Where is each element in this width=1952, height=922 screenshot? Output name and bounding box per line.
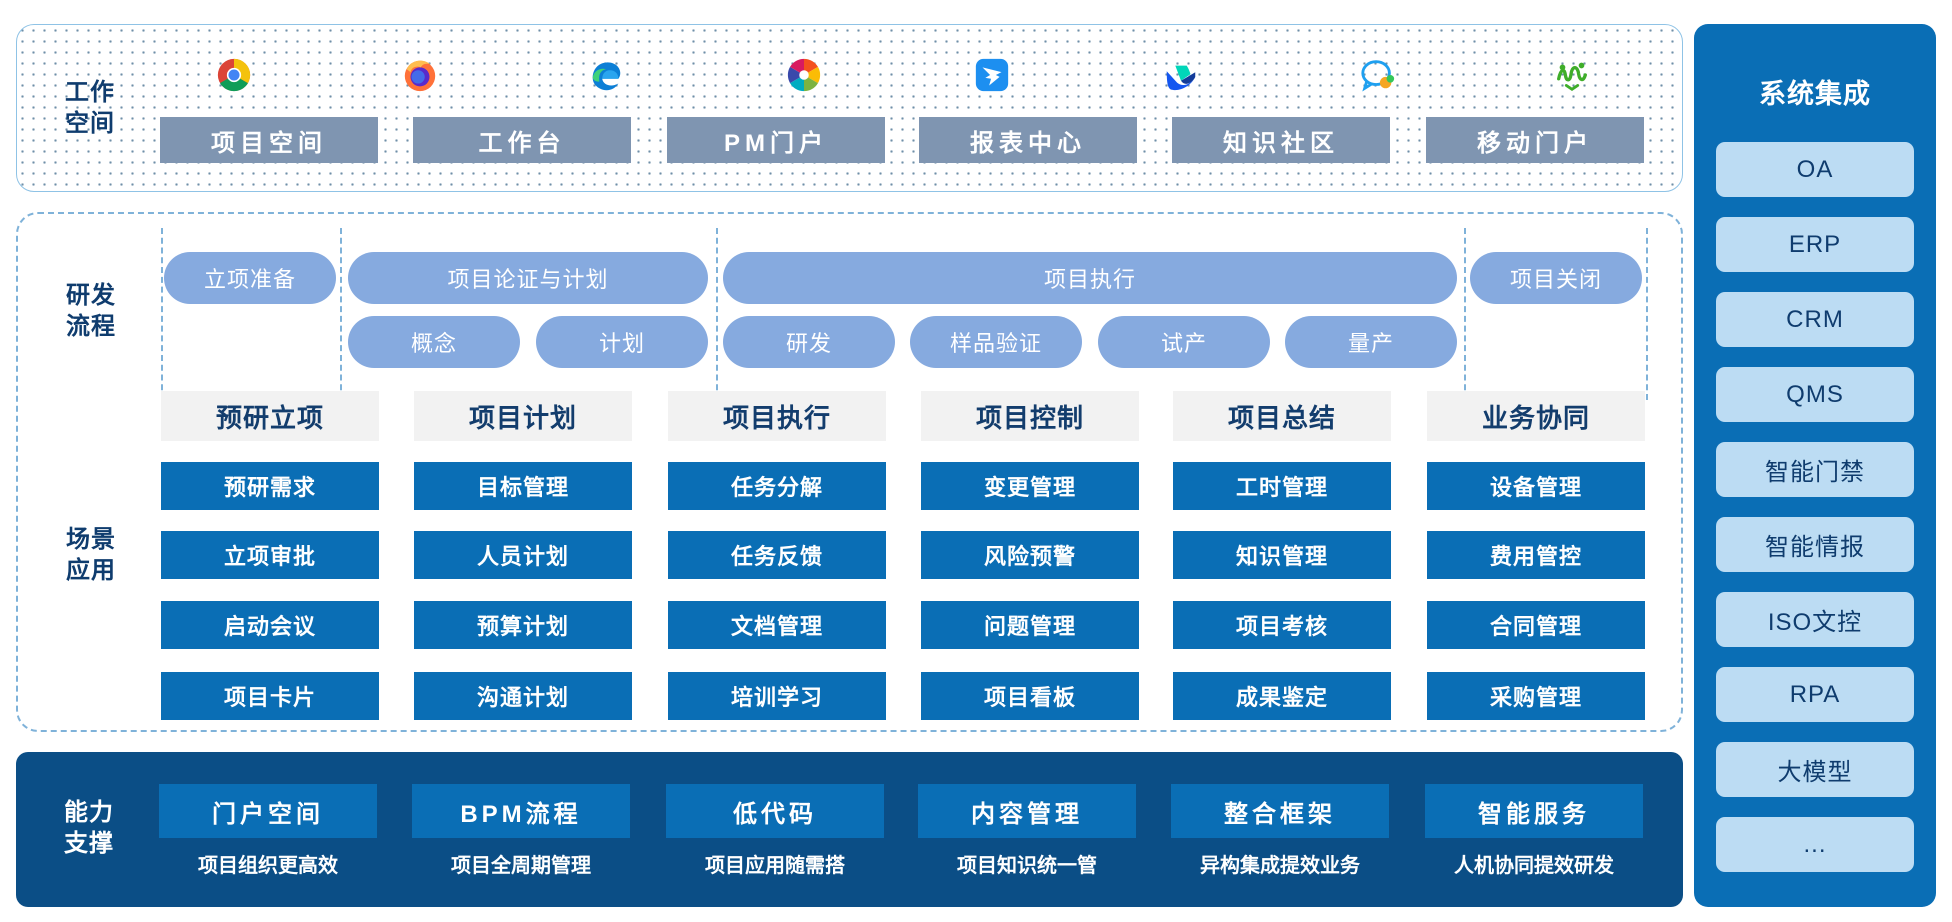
substage-pill-sample-verify[interactable]: 样品验证 (910, 316, 1082, 368)
capability-subtitle: 人机协同提效研发 (1454, 855, 1614, 877)
capability-button[interactable]: 智能服务 (1425, 784, 1643, 838)
feishu-icon[interactable] (1162, 58, 1200, 96)
scenario-column-header: 项目总结 (1173, 391, 1391, 441)
capability-button[interactable]: BPM流程 (412, 784, 630, 838)
capability-subtitle: 项目全周期管理 (451, 855, 591, 877)
scenario-column-header: 项目控制 (921, 391, 1139, 441)
system-item-more[interactable]: ... (1716, 817, 1914, 872)
scenario-button[interactable]: 目标管理 (414, 462, 632, 510)
scenario-button[interactable]: 成果鉴定 (1173, 672, 1391, 720)
stage-pill-closure[interactable]: 项目关闭 (1470, 252, 1642, 304)
scenario-label: 场景 应用 (66, 526, 116, 584)
chrome-icon[interactable] (215, 56, 253, 94)
stage-pill-initiation-prep[interactable]: 立项准备 (164, 252, 336, 304)
system-item[interactable]: RPA (1716, 667, 1914, 722)
scenario-button[interactable]: 工时管理 (1173, 462, 1391, 510)
substage-pill-rd[interactable]: 研发 (723, 316, 895, 368)
workspace-pm-portal-button[interactable]: PM门户 (667, 117, 885, 163)
scenario-button[interactable]: 任务反馈 (668, 531, 886, 579)
scenario-button[interactable]: 项目卡片 (161, 672, 379, 720)
rd-scenario-panel: 研发 流程 场景 应用 立项准备 项目论证与计划 项目执行 项目关闭 概念 计划… (16, 212, 1683, 732)
scenario-button[interactable]: 合同管理 (1427, 601, 1645, 649)
stage-pill-execution[interactable]: 项目执行 (723, 252, 1457, 304)
capability-subtitle: 项目组织更高效 (198, 855, 338, 877)
stage-divider (1464, 228, 1466, 400)
system-integration-title: 系统集成 (1759, 79, 1871, 109)
capability-button[interactable]: 门户空间 (159, 784, 377, 838)
substage-pill-trial-production[interactable]: 试产 (1098, 316, 1270, 368)
scenario-button[interactable]: 任务分解 (668, 462, 886, 510)
rd-process-label: 研发 流程 (66, 282, 116, 340)
scenario-button[interactable]: 知识管理 (1173, 531, 1391, 579)
capability-button[interactable]: 低代码 (666, 784, 884, 838)
system-item[interactable]: CRM (1716, 292, 1914, 347)
substage-pill-mass-production[interactable]: 量产 (1285, 316, 1457, 368)
green-app-icon[interactable] (1553, 56, 1591, 94)
capability-subtitle: 异构集成提效业务 (1200, 855, 1360, 877)
workspace-report-center-button[interactable]: 报表中心 (919, 117, 1137, 163)
capability-button[interactable]: 内容管理 (918, 784, 1136, 838)
capability-panel: 能力 支撑 门户空间 项目组织更高效 BPM流程 项目全周期管理 低代码 项目应… (16, 752, 1683, 907)
system-item[interactable]: 智能门禁 (1716, 442, 1914, 497)
stage-divider (340, 228, 342, 400)
scenario-column-header: 项目执行 (668, 391, 886, 441)
workspace-mobile-portal-button[interactable]: 移动门户 (1426, 117, 1644, 163)
system-item[interactable]: ISO文控 (1716, 592, 1914, 647)
workspace-workbench-button[interactable]: 工作台 (413, 117, 631, 163)
scenario-button[interactable]: 预算计划 (414, 601, 632, 649)
capability-button[interactable]: 整合框架 (1171, 784, 1389, 838)
scenario-button[interactable]: 费用管控 (1427, 531, 1645, 579)
system-item[interactable]: QMS (1716, 367, 1914, 422)
stage-divider (1646, 228, 1648, 400)
system-item[interactable]: ERP (1716, 217, 1914, 272)
system-integration-panel: 系统集成 OA ERP CRM QMS 智能门禁 智能情报 ISO文控 RPA … (1694, 24, 1936, 907)
scenario-button[interactable]: 项目看板 (921, 672, 1139, 720)
scenario-button[interactable]: 问题管理 (921, 601, 1139, 649)
substage-pill-plan[interactable]: 计划 (536, 316, 708, 368)
stage-divider (161, 228, 163, 400)
scenario-button[interactable]: 预研需求 (161, 462, 379, 510)
workspace-knowledge-community-button[interactable]: 知识社区 (1172, 117, 1390, 163)
dingtalk-icon[interactable] (973, 56, 1011, 94)
system-item[interactable]: 大模型 (1716, 742, 1914, 797)
scenario-button[interactable]: 沟通计划 (414, 672, 632, 720)
capability-subtitle: 项目应用随需搭 (705, 855, 845, 877)
scenario-button[interactable]: 立项审批 (161, 531, 379, 579)
scenario-button[interactable]: 采购管理 (1427, 672, 1645, 720)
pinwheel-browser-icon[interactable] (785, 56, 823, 94)
workspace-label: 工作 空间 (65, 79, 115, 137)
capability-label: 能力 支撑 (64, 799, 114, 857)
chat-app-icon[interactable] (1359, 56, 1397, 94)
scenario-button[interactable]: 设备管理 (1427, 462, 1645, 510)
system-item[interactable]: OA (1716, 142, 1914, 197)
scenario-button[interactable]: 变更管理 (921, 462, 1139, 510)
scenario-column-header: 预研立项 (161, 391, 379, 441)
firefox-icon[interactable] (401, 56, 439, 94)
capability-subtitle: 项目知识统一管 (957, 855, 1097, 877)
scenario-button[interactable]: 人员计划 (414, 531, 632, 579)
scenario-button[interactable]: 风险预警 (921, 531, 1139, 579)
edge-icon[interactable] (587, 56, 625, 94)
scenario-button[interactable]: 培训学习 (668, 672, 886, 720)
scenario-button[interactable]: 文档管理 (668, 601, 886, 649)
scenario-column-header: 项目计划 (414, 391, 632, 441)
workspace-project-space-button[interactable]: 项目空间 (160, 117, 378, 163)
scenario-column-header: 业务协同 (1427, 391, 1645, 441)
stage-divider (716, 228, 718, 400)
scenario-button[interactable]: 项目考核 (1173, 601, 1391, 649)
workspace-panel: 工作 空间 (16, 24, 1683, 192)
system-item[interactable]: 智能情报 (1716, 517, 1914, 572)
stage-pill-demonstration-plan[interactable]: 项目论证与计划 (348, 252, 708, 304)
substage-pill-concept[interactable]: 概念 (348, 316, 520, 368)
scenario-button[interactable]: 启动会议 (161, 601, 379, 649)
